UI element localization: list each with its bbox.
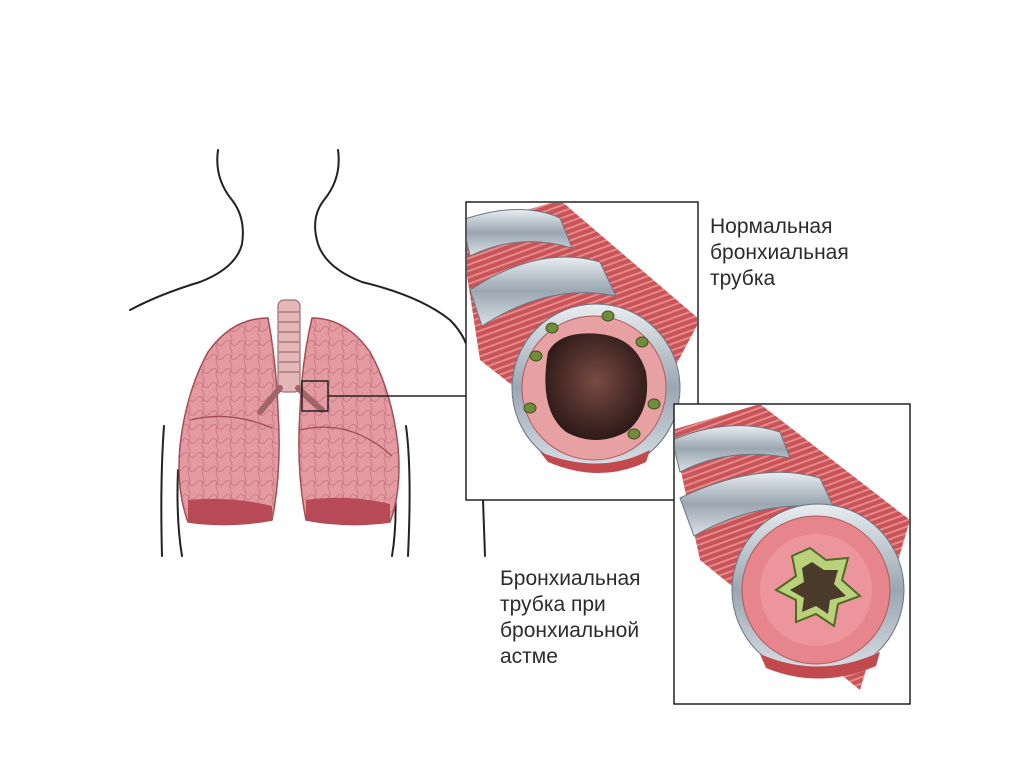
label-line: бронхиальной bbox=[500, 619, 640, 642]
asthma-bronchus-label: Бронхиальная трубка при бронхиальной аст… bbox=[500, 566, 641, 670]
label-line: трубка при bbox=[500, 593, 606, 616]
asthma-bronchus-panel bbox=[673, 403, 911, 705]
label-line: Нормальная bbox=[710, 215, 833, 238]
trachea bbox=[257, 299, 325, 415]
normal-bronchus-panel bbox=[465, 201, 699, 501]
label-line: трубка bbox=[710, 267, 776, 290]
label-line: бронхиальная bbox=[710, 241, 849, 264]
normal-bronchus-label: Нормальная бронхиальная трубка bbox=[710, 214, 849, 292]
label-line: астме bbox=[500, 645, 558, 668]
label-line: Бронхиальная bbox=[500, 567, 641, 590]
lungs bbox=[178, 317, 400, 526]
